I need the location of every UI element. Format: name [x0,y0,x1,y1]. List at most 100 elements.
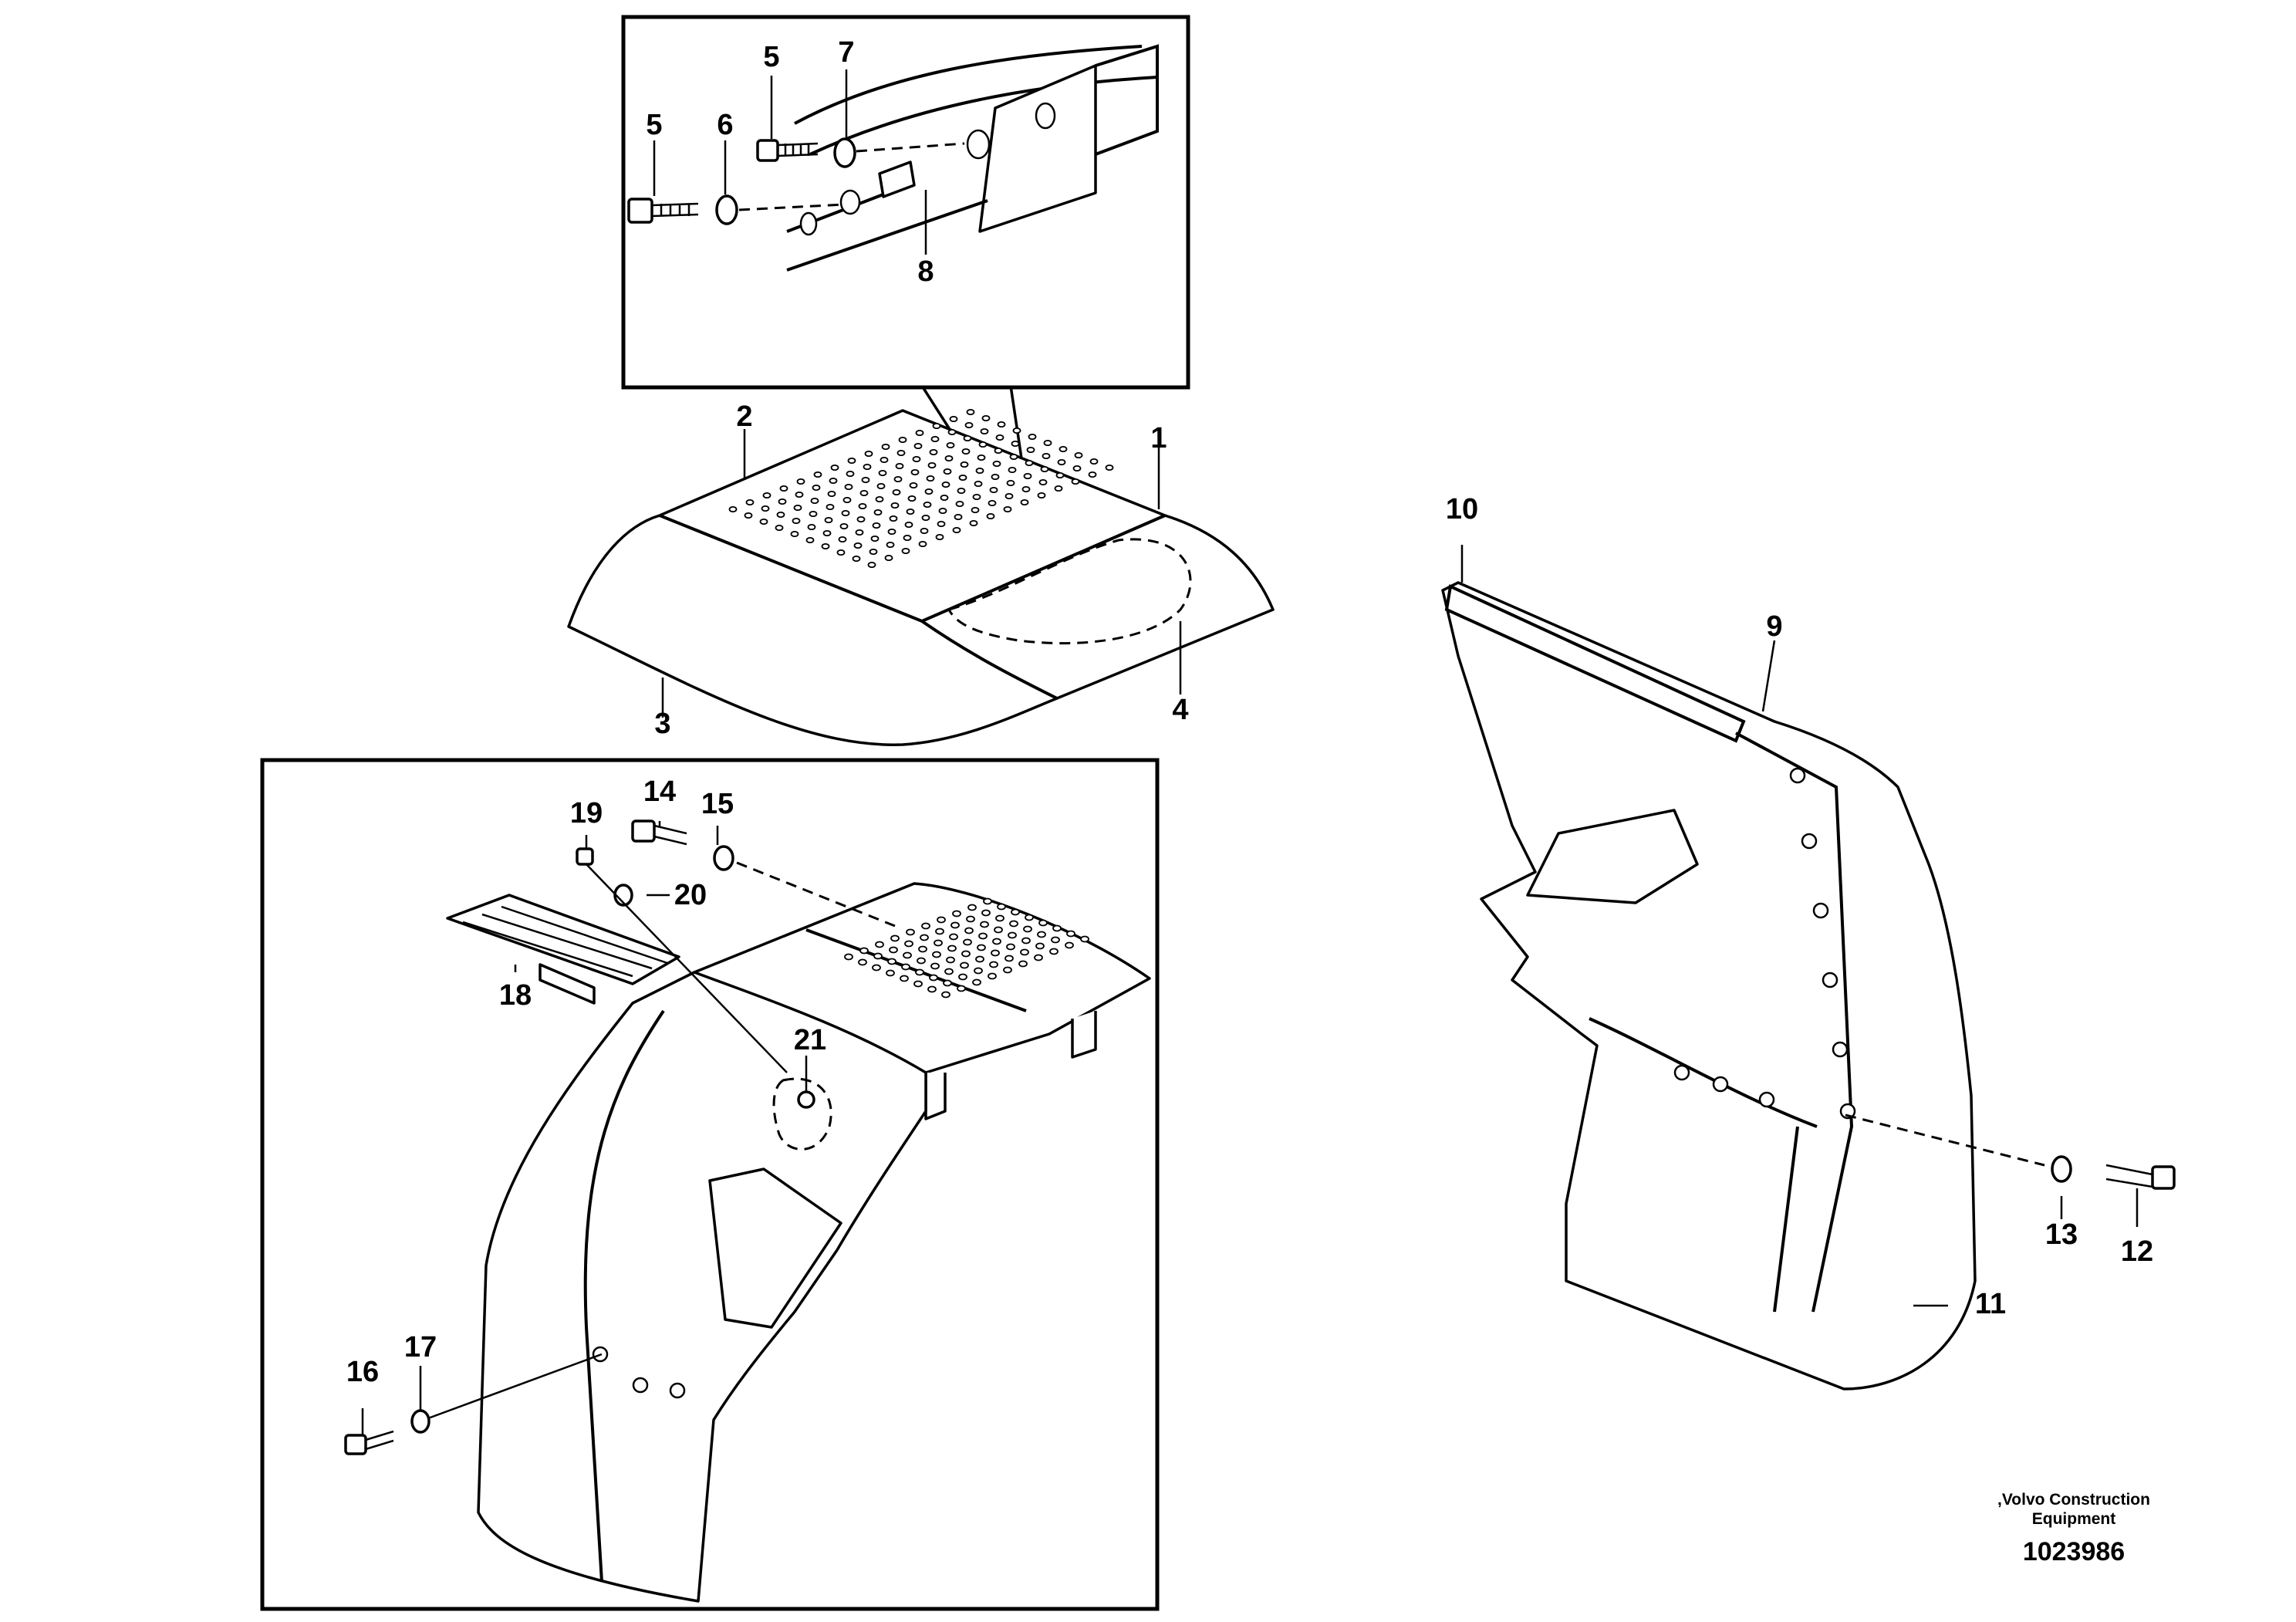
bolt-hole [1789,767,1806,784]
tread-dot [981,909,991,917]
mudguard-body [477,971,927,1603]
tread-dot [867,561,876,569]
tread-dot [903,534,912,542]
tread-dot [963,434,972,442]
engine-hood-cover [567,408,1275,746]
tread-dot [917,957,926,965]
tread-dot [1008,931,1017,939]
tread-dot [793,504,802,512]
tread-dot [779,485,788,492]
tread-dot [907,495,917,502]
tread-dot [952,910,961,917]
tread-pattern [844,897,1089,999]
tread-dot [1011,440,1020,448]
tread-dot [880,456,889,464]
tread-dot [869,548,878,556]
callout-13: 13 [2045,1218,2078,1251]
washer-icon [410,1409,430,1434]
tread-dot [855,529,864,536]
bolt-hole [1812,902,1829,919]
tread-dot [944,454,954,462]
tread-dot [997,421,1006,428]
callout-19: 19 [570,797,603,830]
tread-dot [963,938,972,946]
bracket-hole [966,129,991,160]
tread-dot [813,471,822,478]
tread-dot [805,536,815,544]
tread-dot [761,505,770,512]
tread-dot [852,555,861,563]
tread-dot [846,470,855,478]
drawing-number: 1023986 [2023,1537,2125,1566]
rail-middle [809,76,1158,156]
tread-dot [978,441,988,448]
tread-dot [1028,433,1037,441]
bracket-hole [1035,102,1056,130]
brand-line-2: Equipment [2032,1510,2116,1528]
tread-dot [1037,492,1046,499]
tread-dot [989,961,998,968]
tread-dot [1052,924,1062,932]
tread-dot [975,467,984,475]
tread-dot [790,530,799,538]
tread-dot [858,958,867,966]
tread-dot [1012,427,1021,434]
tread-dot [853,542,863,549]
tread-pattern [728,408,1114,569]
tread-dot [915,429,924,437]
callout-5-lower: 5 [646,109,662,141]
callout-15: 15 [701,788,734,820]
callout-1: 1 [1150,422,1167,454]
tread-dot [887,958,896,965]
left-mudguard-inset [260,758,1160,1611]
tread-dot [921,922,930,930]
tread-dot [923,501,932,509]
callout-16: 16 [346,1356,379,1388]
tread-dot [1025,459,1034,467]
tread-dot [994,447,1003,454]
tread-dot [1004,955,1014,962]
bolt-hole [1712,1076,1729,1093]
tread-dot [921,514,930,522]
bolt-hole [1839,1103,1856,1120]
tread-dot [873,509,883,516]
fender-fold [1589,1017,1818,1128]
hood-body [567,409,1275,746]
tread-dot [884,554,893,562]
tread-dot [937,916,946,924]
tread-dot [955,500,964,508]
tread-dot [960,461,969,468]
tread-dot [745,498,755,506]
tread-dot [1009,453,1018,461]
tread-dot [1021,485,1031,493]
tread-dot [950,921,960,929]
tread-dot [838,536,847,543]
tread-dot [1003,505,1012,513]
tread-dot [859,947,869,955]
tread-dot [1025,914,1034,921]
tread-dot [900,975,909,982]
tread-dot [744,512,753,519]
tread-dot [1034,954,1043,961]
tread-dot [1072,465,1082,472]
tread-dot [930,435,940,443]
tread-dot [1038,478,1048,486]
tread-dot [918,540,927,548]
tread-dot [809,510,818,518]
bolt-hole [1801,833,1818,850]
tread-dot [964,927,974,934]
tread-dot [1006,479,1015,487]
bolt-holes [1673,767,1856,1120]
callout-14: 14 [643,776,676,808]
callout-9: 9 [1766,610,1782,643]
tread-dot [1006,943,1015,951]
tread-dot [841,509,850,517]
footer: ,Volvo Construction Equipment 1023986 [1997,1491,2150,1566]
tread-dot [1011,908,1020,916]
tread-dot [927,985,937,993]
tread-dot [980,427,989,435]
bracket-plate [978,64,1097,233]
top-detail-inset [621,15,1190,569]
tread-dot [975,955,984,963]
bracket-side [1095,44,1159,156]
